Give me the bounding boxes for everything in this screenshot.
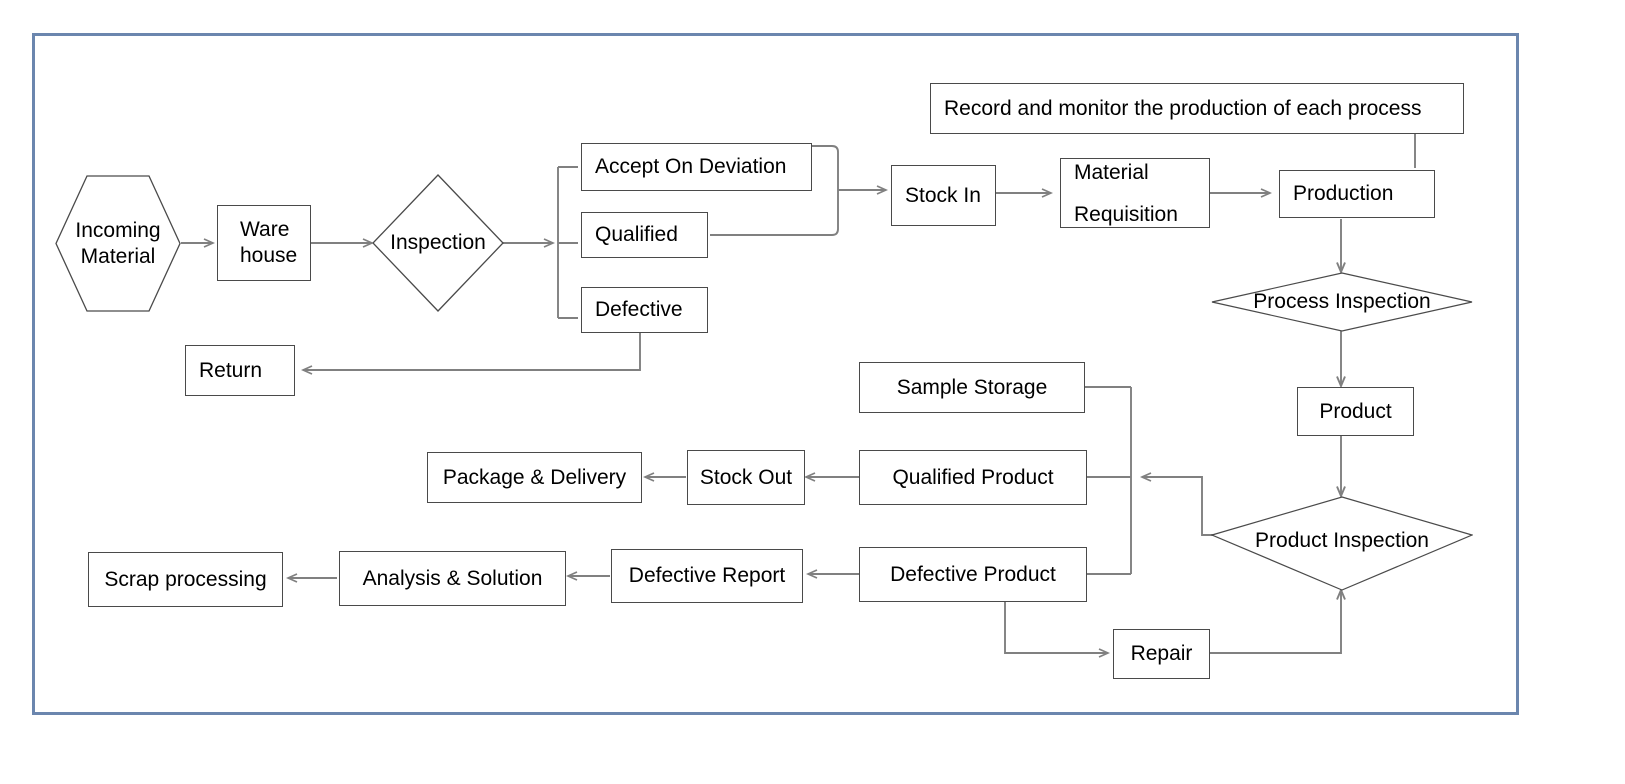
node-process-inspection[interactable]: Process Inspection [1211, 272, 1473, 332]
node-label: Defective [595, 298, 683, 322]
diamond-shape [1211, 272, 1473, 332]
node-label: Incoming Material [75, 218, 161, 268]
node-accept-on-deviation[interactable]: Accept On Deviation [581, 143, 812, 191]
node-sample-storage[interactable]: Sample Storage [859, 362, 1085, 413]
node-label: Record and monitor the production of eac… [944, 96, 1422, 120]
node-label: Qualified [595, 223, 678, 247]
hexagon-shape [55, 175, 181, 312]
node-qualified[interactable]: Qualified [581, 212, 708, 258]
node-qualified-product[interactable]: Qualified Product [859, 450, 1087, 505]
node-label: Product [1319, 399, 1392, 423]
node-label: Scrap processing [104, 567, 267, 591]
node-label: Analysis & Solution [362, 566, 543, 590]
node-label: Defective Product [890, 562, 1056, 586]
node-label: Accept On Deviation [595, 155, 787, 179]
node-return[interactable]: Return [185, 345, 295, 396]
node-warehouse[interactable]: Ware house [217, 205, 311, 281]
node-label: Ware house [240, 218, 298, 267]
node-label: Production [1293, 182, 1394, 206]
node-label: Stock Out [699, 465, 793, 489]
node-label: Inspection [390, 231, 486, 255]
node-label: Process Inspection [1253, 290, 1431, 314]
node-label: Package & Delivery [442, 465, 627, 489]
node-defective[interactable]: Defective [581, 287, 708, 333]
node-scrap-processing[interactable]: Scrap processing [88, 552, 283, 607]
node-product[interactable]: Product [1297, 387, 1414, 436]
node-material-requisition[interactable]: Material Requisition [1060, 158, 1210, 228]
node-defective-product[interactable]: Defective Product [859, 547, 1087, 602]
node-stock-out[interactable]: Stock Out [687, 450, 805, 505]
node-label: Product Inspection [1255, 528, 1429, 552]
node-label: Sample Storage [896, 375, 1048, 399]
node-stock-in[interactable]: Stock In [891, 165, 996, 226]
node-package-delivery[interactable]: Package & Delivery [427, 452, 642, 503]
node-label: Stock In [905, 183, 981, 207]
node-label: Defective Report [628, 564, 786, 588]
node-defective-report[interactable]: Defective Report [611, 549, 803, 603]
diamond-shape [372, 174, 504, 312]
node-record-banner[interactable]: Record and monitor the production of eac… [930, 83, 1464, 134]
node-repair[interactable]: Repair [1113, 629, 1210, 679]
node-label: Return [199, 358, 263, 382]
node-inspection[interactable]: Inspection [372, 174, 504, 312]
node-label: Repair [1130, 642, 1193, 666]
node-label: Qualified Product [892, 465, 1054, 489]
node-product-inspection[interactable]: Product Inspection [1211, 496, 1473, 591]
node-incoming-material[interactable]: Incoming Material [55, 175, 181, 312]
diamond-shape [1211, 496, 1473, 591]
node-analysis-solution[interactable]: Analysis & Solution [339, 551, 566, 606]
node-label: Material Requisition [1074, 160, 1178, 226]
node-production[interactable]: Production [1279, 170, 1435, 218]
